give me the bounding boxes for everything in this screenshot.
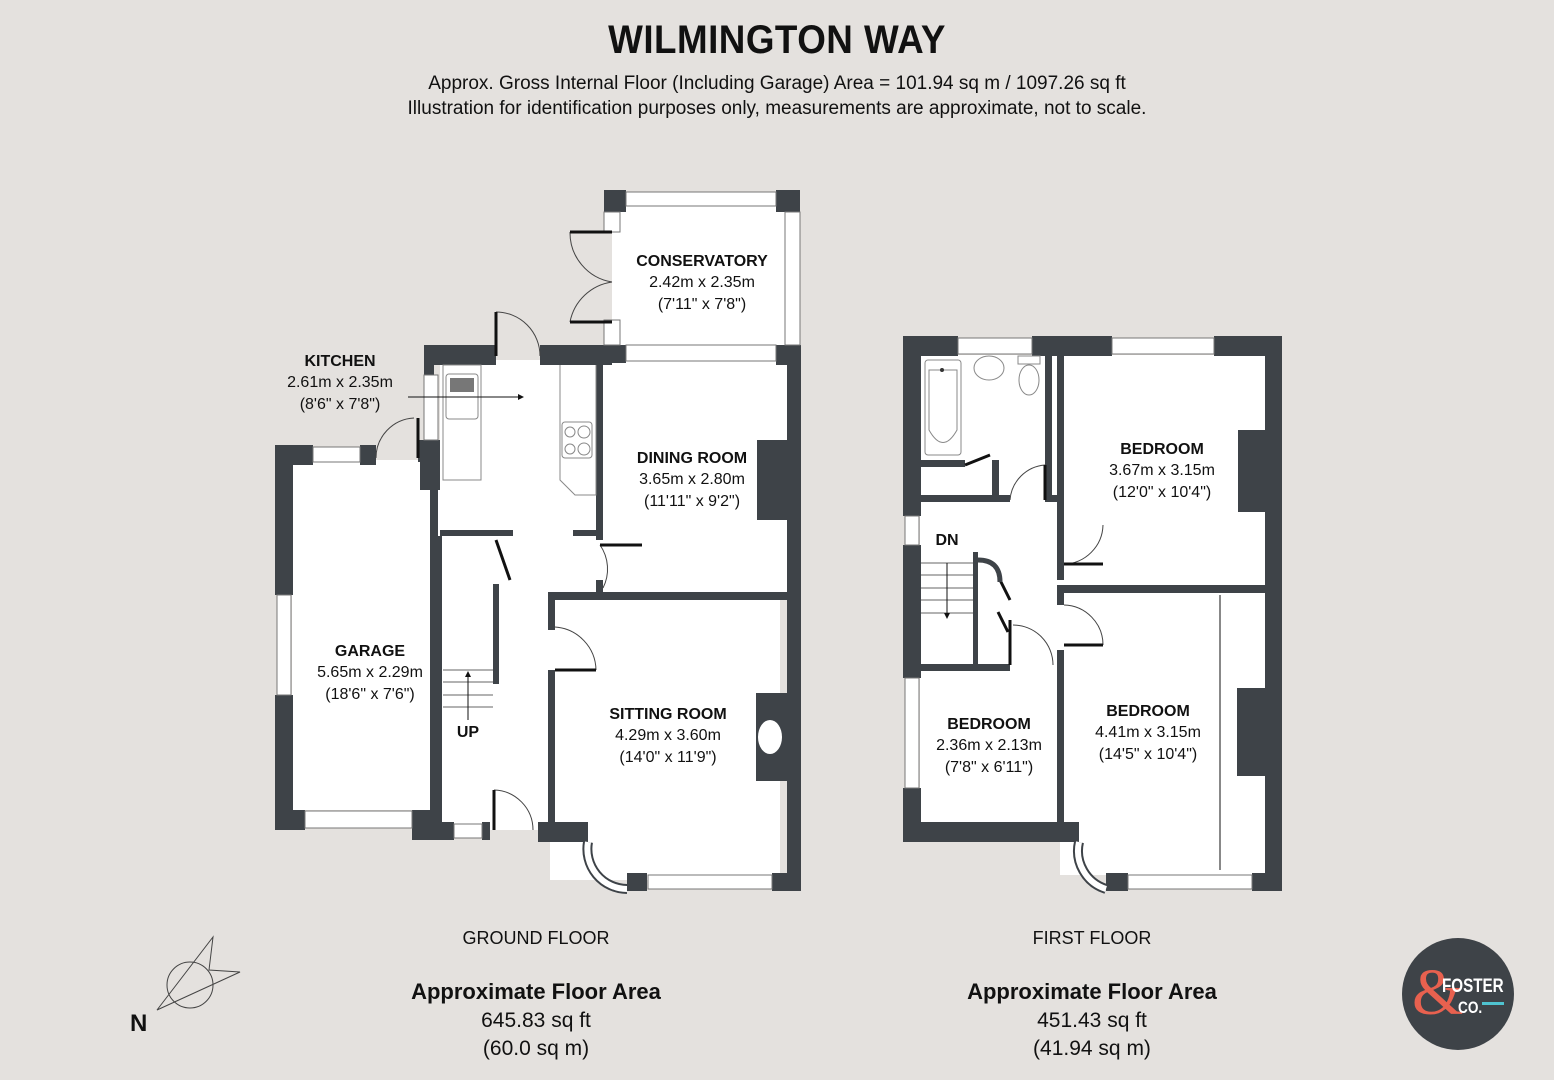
- svg-text:4.41m x 3.15m: 4.41m x 3.15m: [1095, 724, 1201, 741]
- first-floor-area-sqft: 451.43 sq ft: [1037, 1009, 1147, 1032]
- room-dining-room: DINING ROOM 3.65m x 2.80m (11'11" x 9'2"…: [637, 450, 747, 510]
- ground-floor-plan: UP CONSERVATORY 2.42m x 2.35m (7'11" x 7…: [275, 190, 801, 894]
- first-floor-label: FIRST FLOOR: [1032, 928, 1152, 948]
- room-bedroom-2: BEDROOM 2.36m x 2.13m (7'8" x 6'11"): [936, 716, 1042, 776]
- page-title: WILMINGTON WAY: [608, 18, 946, 62]
- ground-floor-area-sqm: (60.0 sq m): [482, 1037, 590, 1060]
- foster-co-logo: & FOSTER CO.: [1402, 938, 1514, 1050]
- room-garage: GARAGE 5.65m x 2.29m (18'6" x 7'6"): [317, 643, 423, 703]
- svg-text:(7'8" x 6'11"): (7'8" x 6'11"): [945, 759, 1033, 776]
- svg-text:(7'11" x 7'8"): (7'11" x 7'8"): [658, 296, 746, 313]
- north-label: N: [130, 1010, 148, 1037]
- svg-text:GARAGE: GARAGE: [335, 643, 406, 660]
- svg-text:3.65m x 2.80m: 3.65m x 2.80m: [639, 471, 745, 488]
- svg-text:2.61m x 2.35m: 2.61m x 2.35m: [287, 374, 393, 391]
- svg-text:2.42m x 2.35m: 2.42m x 2.35m: [649, 274, 755, 291]
- room-bedroom-1: BEDROOM 3.67m x 3.15m (12'0" x 10'4"): [1109, 441, 1215, 501]
- stairs-down-label: DN: [935, 532, 958, 549]
- svg-text:5.65m x 2.29m: 5.65m x 2.29m: [317, 664, 423, 681]
- svg-text:(14'0" x 11'9"): (14'0" x 11'9"): [619, 749, 716, 766]
- svg-text:SITTING ROOM: SITTING ROOM: [609, 706, 726, 723]
- ground-floor-area-heading: Approximate Floor Area: [411, 979, 661, 1004]
- logo-accent-bar: [1482, 1002, 1504, 1005]
- svg-text:CONSERVATORY: CONSERVATORY: [636, 253, 768, 270]
- svg-text:2.36m x 2.13m: 2.36m x 2.13m: [936, 737, 1042, 754]
- svg-text:BEDROOM: BEDROOM: [1106, 703, 1190, 720]
- first-floor-plan: DN BEDROOM 3.67m x 3.15m (12'0" x 10'4")…: [903, 336, 1282, 894]
- logo-co: CO.: [1458, 998, 1483, 1017]
- first-floor-area-heading: Approximate Floor Area: [967, 979, 1217, 1004]
- svg-text:(8'6" x 7'8"): (8'6" x 7'8"): [300, 396, 381, 413]
- first-floor-area-sqm: (41.94 sq m): [1033, 1037, 1151, 1060]
- compass-icon: [156, 935, 241, 1011]
- logo-ampersand: &: [1412, 956, 1464, 1029]
- svg-text:(14'5" x 10'4"): (14'5" x 10'4"): [1099, 746, 1197, 763]
- logo-foster: FOSTER: [1442, 976, 1504, 997]
- svg-text:BEDROOM: BEDROOM: [947, 716, 1031, 733]
- gross-area-text: Approx. Gross Internal Floor (Including …: [428, 73, 1126, 94]
- svg-text:(12'0" x 10'4"): (12'0" x 10'4"): [1113, 484, 1211, 501]
- ground-floor-area-sqft: 645.83 sq ft: [481, 1009, 591, 1032]
- room-conservatory: CONSERVATORY 2.42m x 2.35m (7'11" x 7'8"…: [636, 253, 768, 313]
- svg-text:DINING ROOM: DINING ROOM: [637, 450, 747, 467]
- room-bedroom-3: BEDROOM 4.41m x 3.15m (14'5" x 10'4"): [1095, 703, 1201, 763]
- svg-text:(11'11" x 9'2"): (11'11" x 9'2"): [644, 493, 740, 510]
- svg-text:KITCHEN: KITCHEN: [304, 353, 375, 370]
- svg-text:BEDROOM: BEDROOM: [1120, 441, 1204, 458]
- disclaimer-text: Illustration for identification purposes…: [407, 98, 1147, 119]
- stairs-up-label: UP: [457, 724, 480, 741]
- svg-text:3.67m x 3.15m: 3.67m x 3.15m: [1109, 462, 1215, 479]
- svg-text:(18'6" x 7'6"): (18'6" x 7'6"): [325, 686, 415, 703]
- ground-floor-label: GROUND FLOOR: [462, 928, 610, 948]
- svg-text:4.29m x 3.60m: 4.29m x 3.60m: [615, 727, 721, 744]
- room-kitchen: KITCHEN 2.61m x 2.35m (8'6" x 7'8"): [287, 353, 393, 413]
- room-sitting-room: SITTING ROOM 4.29m x 3.60m (14'0" x 11'9…: [609, 706, 726, 766]
